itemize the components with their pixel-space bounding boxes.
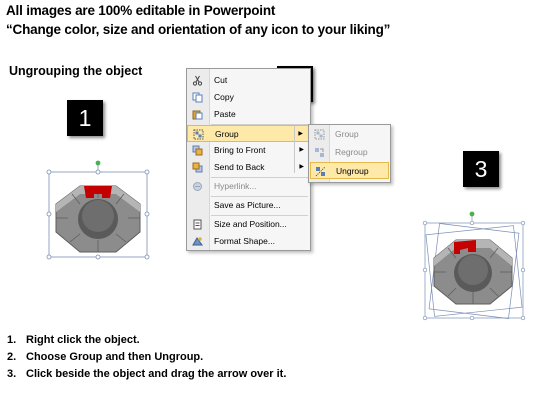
step-badge-3: 3	[463, 151, 499, 187]
step-text: Choose Group and then Ungroup.	[26, 351, 204, 363]
menu-item-label: Paste	[214, 109, 236, 119]
menu-item-group[interactable]: Group ▶	[187, 125, 310, 142]
rotation-handle	[469, 211, 475, 217]
step-number: 2.	[7, 351, 17, 363]
red-puzzle-piece	[84, 186, 112, 198]
submenu-item-group[interactable]: Group	[310, 126, 389, 143]
step-number: 3.	[7, 368, 17, 380]
group-icon	[193, 129, 204, 140]
menu-item-send-to-back[interactable]: Send to Back ▶	[187, 159, 310, 178]
header-line-1: All images are 100% editable in Powerpoi…	[6, 3, 276, 18]
context-menu: Cut Copy Paste Group ▶ Bring to Front ▶ …	[186, 68, 311, 251]
send-to-back-icon	[192, 162, 203, 173]
step-number: 1.	[7, 334, 17, 346]
scissors-icon	[192, 75, 203, 86]
subtitle: Ungrouping the object	[9, 64, 143, 78]
menu-item-save-as-picture[interactable]: Save as Picture...	[187, 197, 310, 216]
header-line-2: “Change color, size and orientation of a…	[6, 22, 391, 37]
step-item: 3. Click beside the object and drag the …	[7, 366, 286, 383]
submenu-item-label: Ungroup	[336, 166, 369, 176]
menu-item-label: Hyperlink...	[214, 181, 257, 191]
step-badge-1: 1	[67, 100, 103, 136]
menu-item-copy[interactable]: Copy	[187, 89, 310, 106]
menu-item-label: Save as Picture...	[214, 200, 281, 210]
paste-icon	[192, 110, 203, 120]
menu-item-size-and-position[interactable]: Size and Position...	[187, 216, 310, 233]
menu-item-cut[interactable]: Cut	[187, 72, 310, 89]
submenu-arrow-icon: ▶	[299, 147, 304, 153]
bring-to-front-icon	[192, 145, 203, 156]
menu-item-label: Cut	[214, 75, 228, 85]
steps-list: 1. Right click the object. 2. Choose Gro…	[7, 332, 286, 383]
menu-item-hyperlink[interactable]: Hyperlink...	[187, 178, 310, 197]
group-submenu: Group Regroup Ungroup	[308, 124, 391, 183]
menu-item-bring-to-front[interactable]: Bring to Front ▶	[187, 142, 310, 159]
menu-item-label: Group	[215, 129, 239, 139]
step-item: 1. Right click the object.	[7, 332, 286, 349]
submenu-arrow-icon: ▶	[298, 131, 303, 137]
menu-item-label: Send to Back	[214, 162, 265, 172]
submenu-split-divider	[294, 125, 295, 173]
step-item: 2. Choose Group and then Ungroup.	[7, 349, 286, 366]
ungroup-icon	[315, 166, 326, 177]
step-text: Click beside the object and drag the arr…	[26, 368, 287, 380]
submenu-item-label: Group	[335, 129, 359, 139]
menu-item-label: Size and Position...	[214, 219, 287, 229]
menu-item-label: Bring to Front	[214, 145, 266, 155]
submenu-item-label: Regroup	[335, 147, 368, 157]
hyperlink-icon	[193, 182, 202, 191]
step-text: Right click the object.	[26, 334, 140, 346]
format-shape-icon	[192, 237, 203, 246]
menu-item-format-shape[interactable]: Format Shape...	[187, 233, 310, 250]
size-position-icon	[193, 219, 202, 230]
copy-icon	[192, 92, 203, 103]
submenu-item-regroup[interactable]: Regroup	[310, 144, 389, 161]
puzzle-object-ungrouped[interactable]	[420, 208, 530, 326]
red-puzzle-piece	[454, 240, 476, 254]
menu-item-paste[interactable]: Paste	[187, 106, 310, 125]
puzzle-object-selected[interactable]	[44, 158, 154, 268]
regroup-icon	[315, 148, 324, 157]
submenu-item-ungroup[interactable]: Ungroup	[310, 162, 389, 179]
submenu-arrow-icon: ▶	[299, 164, 304, 170]
group-icon	[314, 129, 325, 140]
menu-item-label: Copy	[214, 92, 234, 102]
rotation-handle	[95, 160, 101, 166]
menu-item-label: Format Shape...	[214, 236, 275, 246]
